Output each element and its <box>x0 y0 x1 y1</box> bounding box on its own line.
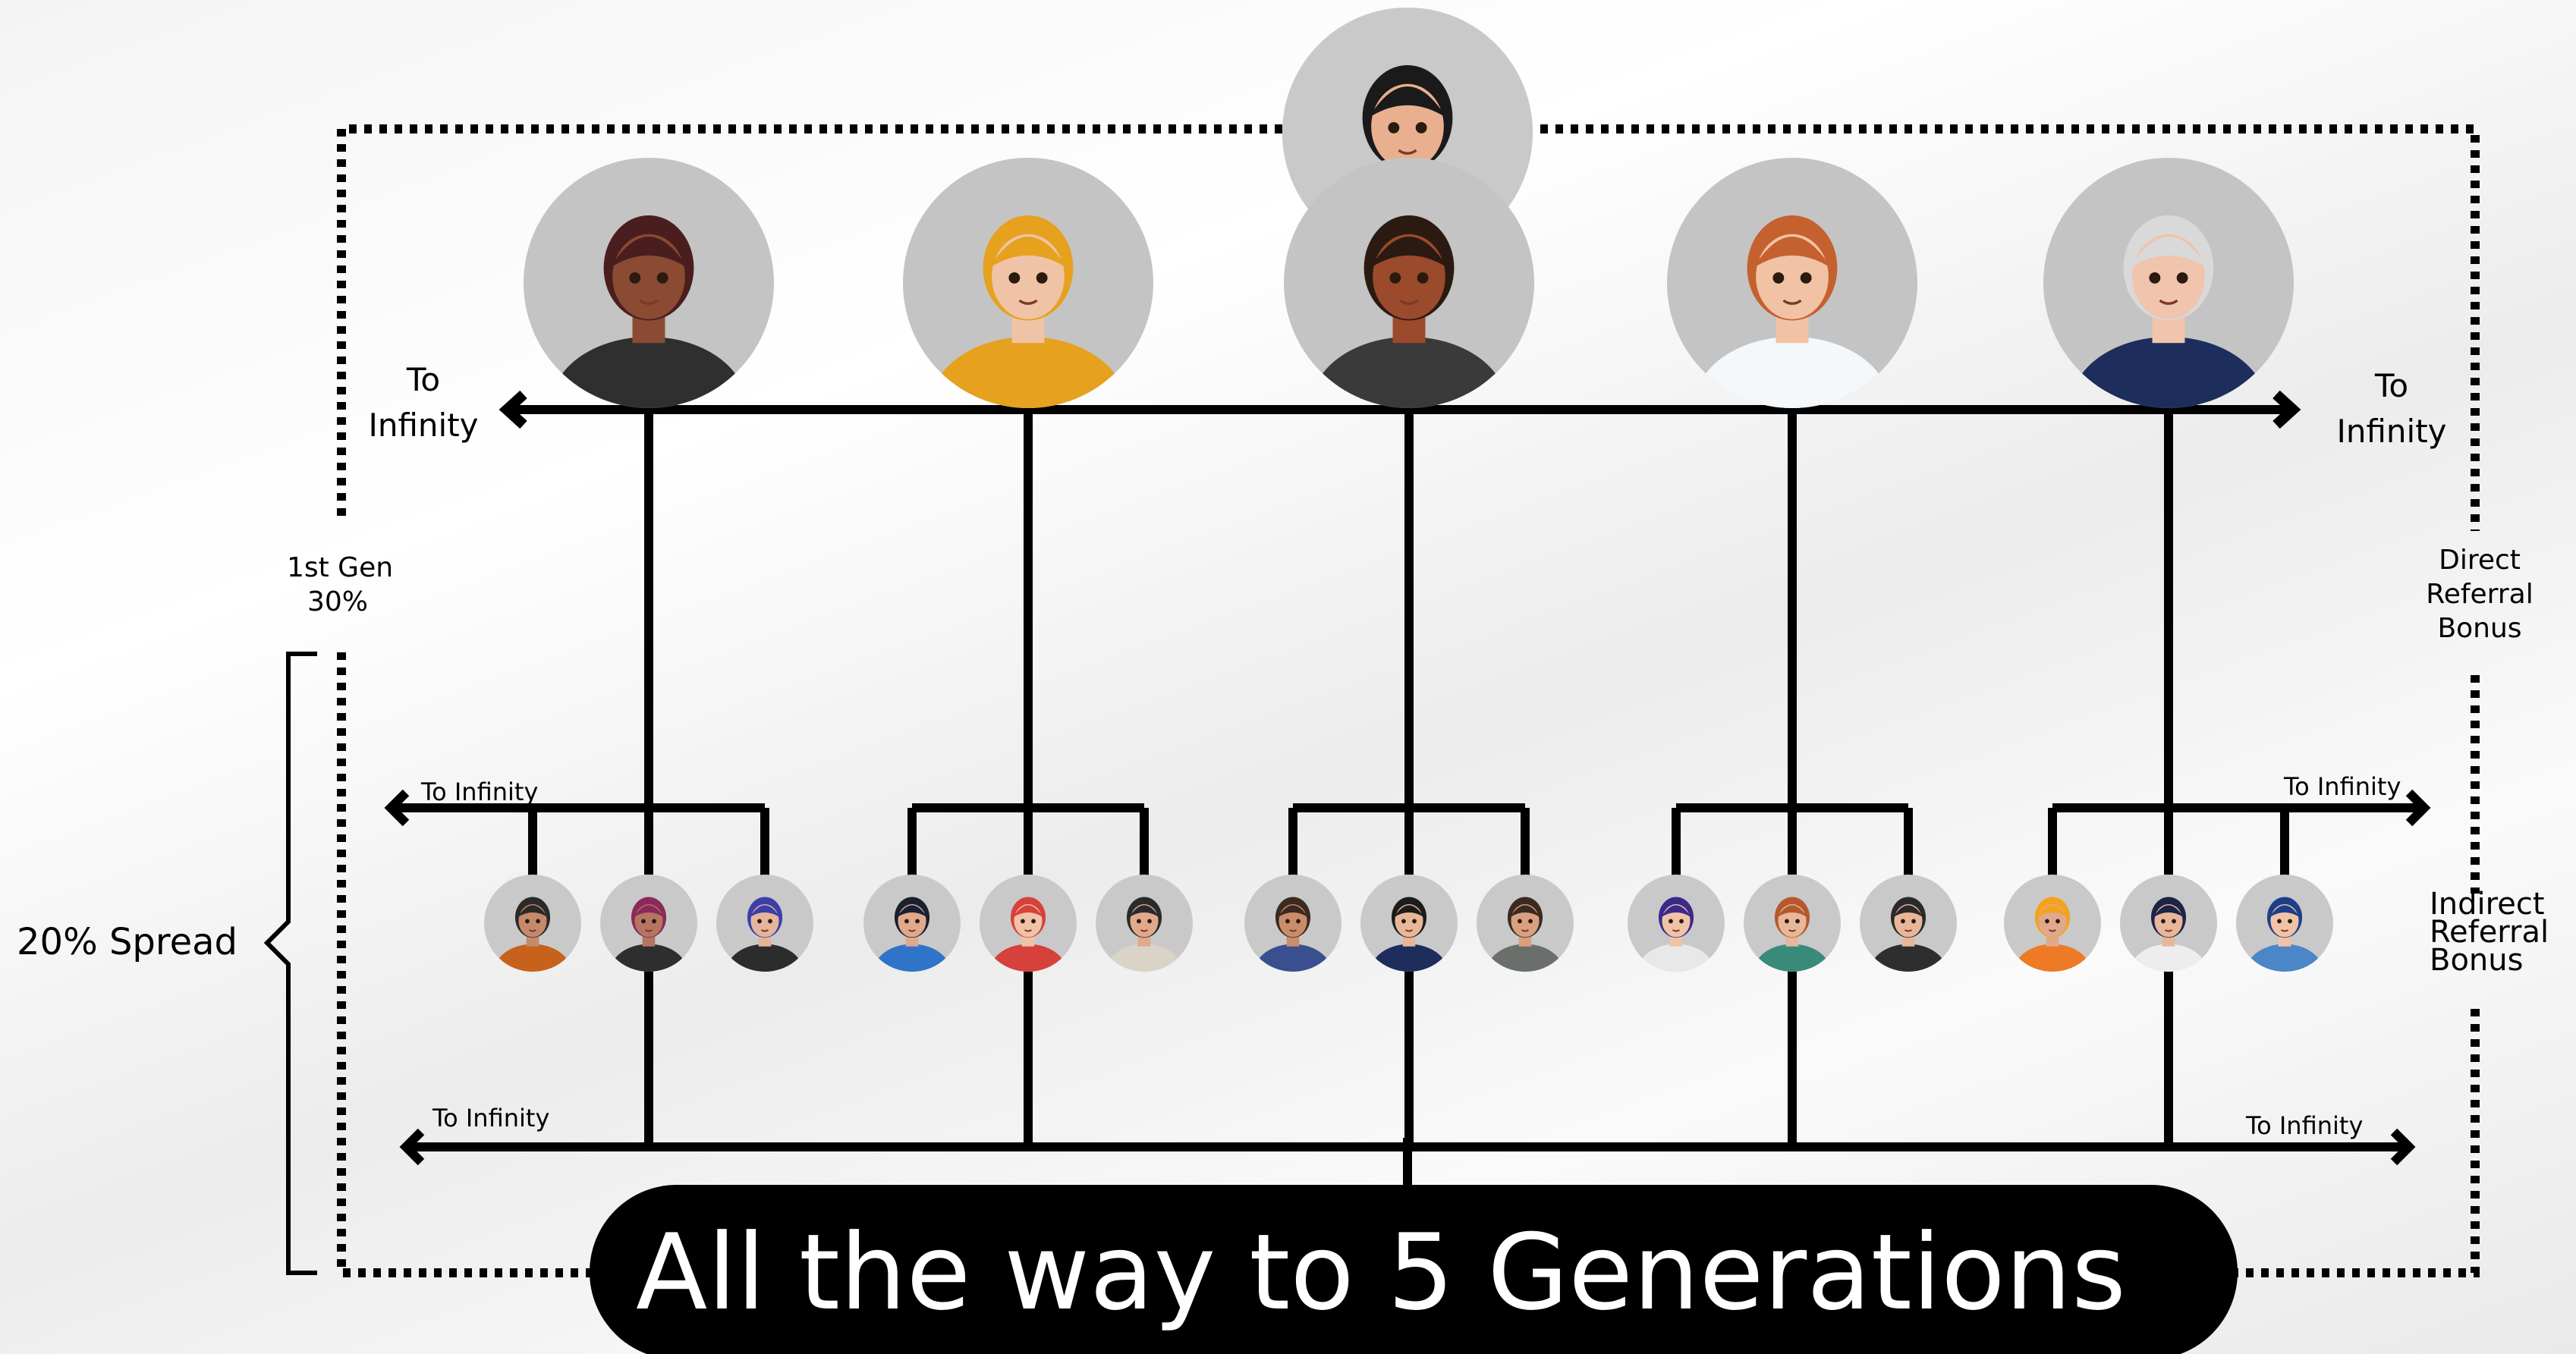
labels: To Infinity To Infinity 1st Gen 30% Dire… <box>17 361 2549 1275</box>
man-locs-avatar <box>1284 158 1534 408</box>
man-blue-shirt-avatar <box>863 875 961 972</box>
man-beard-artist-avatar <box>1244 875 1341 972</box>
police-officer-avatar <box>2236 875 2333 972</box>
frame-top-left <box>337 124 1282 516</box>
gen2-drops-1 <box>528 808 769 878</box>
frame-bottom-right <box>2235 1009 2480 1277</box>
woman-pink-hair-avatar <box>600 875 697 972</box>
gen2-right-label: To Infinity <box>2283 772 2401 801</box>
woman-brown-hair-avatar <box>524 158 774 408</box>
chef-avatar <box>1860 875 1957 972</box>
spread-label: 20% Spread <box>17 921 237 963</box>
gen1-percent: 30% <box>307 586 368 617</box>
man-bun-avatar <box>1477 875 1574 972</box>
photographer-avatar <box>484 875 581 972</box>
dotted-frame <box>337 124 2480 1277</box>
to-infinity-right-2: Infinity <box>2336 413 2446 450</box>
indirect-bonus-3: Bonus <box>2430 943 2523 978</box>
gen2-drops-4 <box>1672 808 1913 878</box>
gen1-right-arrowhead <box>2272 390 2301 429</box>
indirect-bonus-2: Referral <box>2430 915 2549 950</box>
spread-brace <box>263 652 317 1275</box>
bottom-left-label: To Infinity <box>432 1104 549 1133</box>
to-infinity-left-1: To <box>406 361 440 398</box>
frame-bottom-left <box>337 652 599 1277</box>
direct-bonus-1: Direct <box>2439 545 2521 576</box>
pilot-avatar <box>2120 875 2217 972</box>
direct-bonus-2: Referral <box>2426 579 2533 610</box>
man-headphones-avatar <box>1096 875 1193 972</box>
old-man-suit-avatar <box>2043 158 2294 408</box>
woman-doctor-avatar <box>1667 158 1917 408</box>
bottom-left-arrowhead <box>399 1128 425 1166</box>
woman-blue-hair-avatar <box>716 875 813 972</box>
bottom-right-arrowhead <box>2390 1128 2416 1166</box>
astronaut-avatar <box>1628 875 1725 972</box>
gen2-drops-3 <box>1288 808 1530 878</box>
man-glasses-suit-avatar <box>1360 875 1458 972</box>
direct-bonus-3: Bonus <box>2437 613 2521 644</box>
woman-green-shirt-avatar <box>1744 875 1841 972</box>
bottom-right-label: To Infinity <box>2245 1111 2363 1140</box>
construction-worker-avatar <box>2004 875 2101 972</box>
woman-red-hijab-avatar <box>980 875 1077 972</box>
indirect-bonus-1: Indirect <box>2430 887 2545 922</box>
frame-top-right <box>1540 124 2480 531</box>
banner-text: All the way to 5 Generations <box>636 1211 2126 1334</box>
gen2-drops-5 <box>2048 808 2289 878</box>
to-infinity-left-2: Infinity <box>368 407 478 444</box>
generations-banner: All the way to 5 Generations <box>590 1185 2238 1354</box>
gen2-drops-2 <box>907 808 1149 878</box>
woman-hijab-avatar <box>903 158 1153 408</box>
gen2-right-arrowhead <box>2405 789 2431 827</box>
gen1-label: 1st Gen <box>287 552 393 583</box>
gen2-left-label: To Infinity <box>420 778 538 806</box>
to-infinity-right-1: To <box>2374 367 2408 404</box>
gen2-left-arrowhead <box>384 789 410 827</box>
banner-pill <box>590 1185 2238 1354</box>
